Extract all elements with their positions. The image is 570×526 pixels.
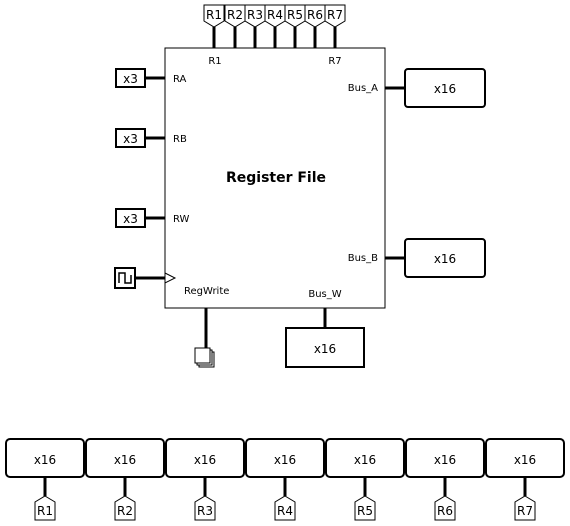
bus-b-output[interactable]: x16 [385,238,486,278]
register-file-title: Register File [226,170,326,186]
top-tunnels: R1 R2 R3 R4 R5 R6 R7 [203,4,346,28]
register-tunnel-shape[interactable] [274,495,296,521]
top-tunnel-r7[interactable]: R7 [324,4,346,28]
bus-w-width: x16 [314,342,336,356]
top-tunnel-label: R4 [267,8,283,22]
top-tunnel-r6[interactable]: R6 [304,4,326,28]
register-width: x16 [434,453,456,467]
input-rb-label: x3 [123,132,138,146]
register-width: x16 [114,453,136,467]
top-tunnel-shape[interactable] [324,4,346,28]
pin-label-bus-a: Bus_A [348,83,378,94]
register-tunnel-shape[interactable] [114,495,136,521]
register-width: x16 [354,453,376,467]
top-tunnel-label: R6 [307,8,323,22]
register-tunnel-shape[interactable] [434,495,456,521]
register-width: x16 [194,453,216,467]
top-tunnel-label: R2 [227,8,243,22]
input-ra[interactable]: x3 [115,68,165,88]
input-rw[interactable]: x3 [115,208,165,228]
pin-label-rb: RB [173,134,187,145]
bus-w-input[interactable]: x16 [285,308,365,368]
register-tunnel-label: R6 [437,504,453,518]
top-tunnel-shape[interactable] [264,4,286,28]
register-tunnel-shape[interactable] [354,495,376,521]
register-width: x16 [34,453,56,467]
top-tunnel-r4[interactable]: R4 [264,4,286,28]
input-ra-label: x3 [123,72,138,86]
register-width: x16 [274,453,296,467]
pin-label-r7: R7 [328,56,341,67]
pin-label-regwrite: RegWrite [184,286,229,297]
register-width: x16 [514,453,536,467]
register-tunnel-shape[interactable] [514,495,536,521]
bus-b-width: x16 [434,252,456,266]
bus-a-output[interactable]: x16 [385,68,486,108]
pin-label-rw: RW [173,214,190,225]
bus-a-box[interactable] [404,68,486,108]
top-tunnel-r3[interactable]: R3 [244,4,266,28]
top-tunnel-shape[interactable] [304,4,326,28]
top-tunnel-label: R5 [287,8,303,22]
bus-a-width: x16 [434,82,456,96]
register-tunnel-label: R7 [517,504,533,518]
register-tunnel-label: R2 [117,504,133,518]
register-tunnel-shape[interactable] [34,495,56,521]
top-tunnel-shape[interactable] [244,4,266,28]
pin-label-ra: RA [173,74,187,85]
top-tunnel-shape[interactable] [224,4,246,28]
bus-b-box[interactable] [404,238,486,278]
input-rw-label: x3 [123,212,138,226]
register-tunnel-label: R4 [277,504,293,518]
top-tunnel-label: R3 [247,8,263,22]
constant-icon[interactable] [194,347,211,364]
register-tunnel-label: R5 [357,504,373,518]
top-tunnel-wires [212,27,337,48]
register-tunnel-label: R3 [197,504,213,518]
regwrite-constant[interactable] [194,308,215,368]
top-tunnel-shape[interactable] [284,4,306,28]
pin-label-r1: R1 [208,56,221,67]
bus-w-box[interactable] [285,327,365,368]
pin-label-bus-b: Bus_B [348,253,378,264]
clock-wave-icon [118,272,132,284]
top-tunnel-label: R1 [206,8,222,22]
top-tunnel-r5[interactable]: R5 [284,4,306,28]
pin-label-bus-w: Bus_W [308,289,341,300]
input-rb[interactable]: x3 [115,128,165,148]
clock-input[interactable] [114,267,165,289]
top-tunnel-shape[interactable] [203,4,225,28]
register-file-block[interactable]: Register File R1 R7 RA RB RW Bus_A Bus_B… [164,47,386,309]
register-tunnel-shape[interactable] [194,495,216,521]
top-tunnel-r2[interactable]: R2 [224,4,246,28]
top-tunnel-r1[interactable]: R1 [203,4,225,28]
register-tunnel-label: R1 [37,504,53,518]
register-file-body[interactable] [164,47,386,309]
top-tunnel-label: R7 [327,8,343,22]
